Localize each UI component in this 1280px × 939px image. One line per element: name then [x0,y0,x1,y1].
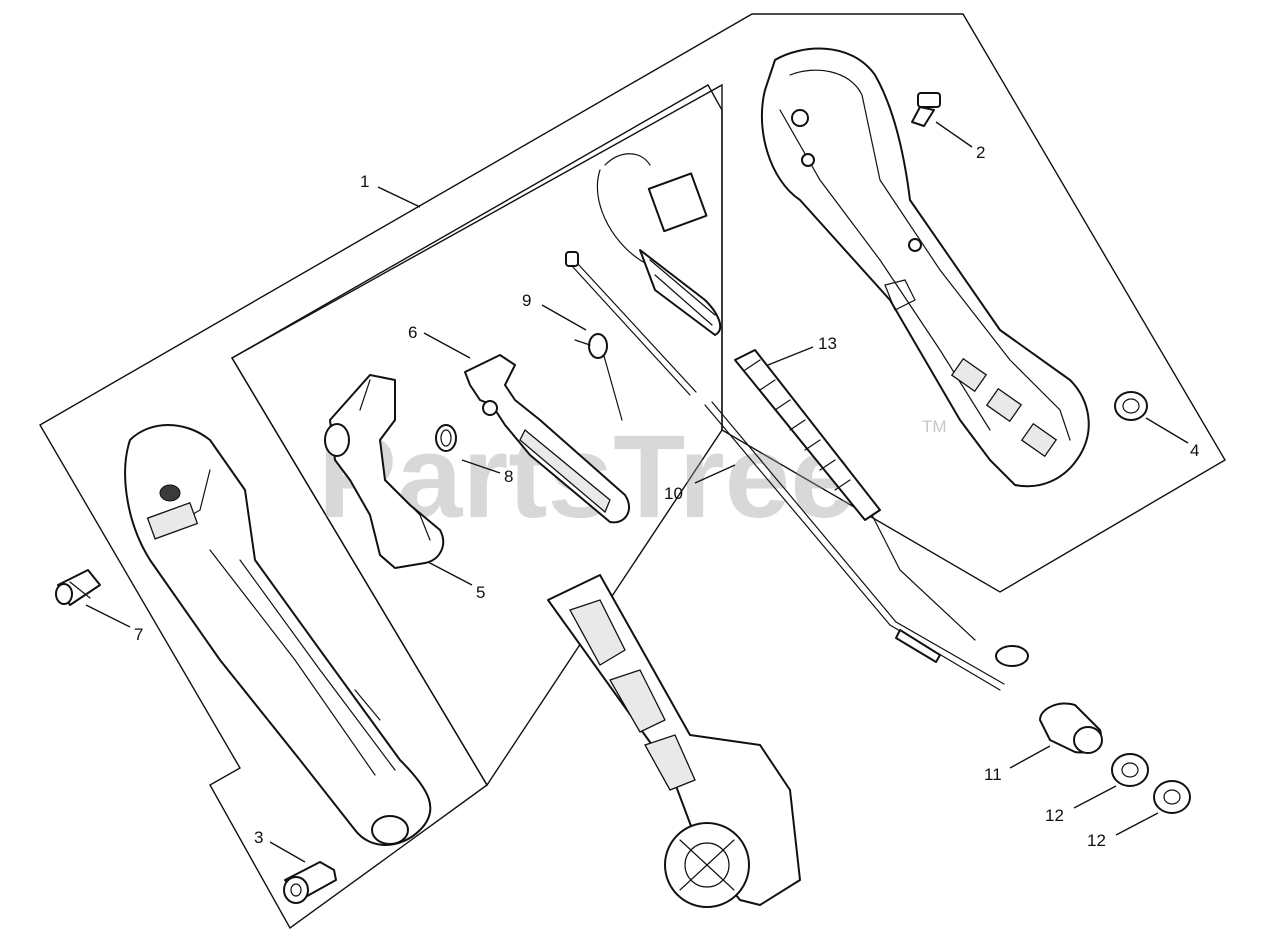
throttle-trigger-part-5 [324,374,445,569]
screw-part-2 [911,92,941,127]
callout-4: 4 [1190,441,1199,460]
trademark-mark: TM [922,417,947,436]
leader-12a [1073,785,1117,809]
torsion-spring-part-9 [574,333,623,421]
bushing-part-11 [1039,702,1103,754]
callout-11: 11 [984,765,1002,784]
callout-6: 6 [408,323,417,342]
leader-10 [694,464,736,484]
spring-cable-part-13 [734,349,1029,667]
callout-5: 5 [476,583,485,602]
leader-7 [85,604,131,628]
callout-10: 10 [664,484,683,503]
nut-part-4 [1114,391,1148,421]
leader-2 [935,121,973,148]
callout-12b: 12 [1087,831,1106,850]
leader-3 [269,841,306,863]
callout-3: 3 [254,828,263,847]
callout-2: 2 [976,143,985,162]
leader-13 [767,346,814,366]
nut-part-12-lower [1153,780,1191,814]
stop-switch-harness [596,153,722,336]
spring-ring-part-8 [435,424,457,452]
callout-1: 1 [360,172,369,191]
lever-part-6 [464,354,630,524]
leader-4 [1145,417,1189,444]
nut-part-12-upper [1111,753,1149,787]
leader-8 [461,459,501,474]
assembly-1-outline [39,13,1226,930]
callout-9: 9 [522,291,531,310]
leader-1 [377,186,421,208]
callout-7: 7 [134,625,143,644]
callout-13: 13 [818,334,837,353]
left-handle-half [124,424,432,846]
leader-12b [1115,812,1159,836]
leader-11 [1009,745,1051,769]
callout-12a: 12 [1045,806,1064,825]
callout-8: 8 [504,467,513,486]
bolt-part-3 [283,861,337,904]
shaft-housing-gear [547,574,801,908]
leader-5 [427,561,473,586]
leader-6 [423,332,471,359]
right-handle-half [761,47,1090,488]
nut-part-7 [55,569,101,606]
throttle-cable-part-10 [565,251,1005,691]
inner-handle-box-outline [231,84,723,787]
leader-9 [541,304,587,331]
